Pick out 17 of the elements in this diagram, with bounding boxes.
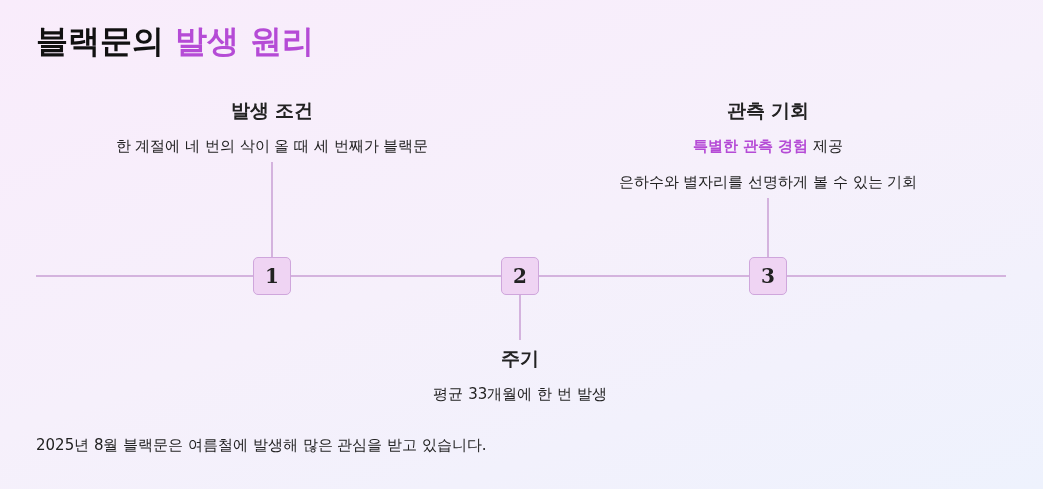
- step-description: 평균 33개월에 한 번 발생: [433, 385, 607, 404]
- step-heading: 주기: [501, 346, 539, 371]
- step-heading: 관측 기회: [726, 98, 810, 123]
- step-number-badge: 1: [253, 257, 291, 295]
- step-number-badge: 3: [749, 257, 787, 295]
- step-heading: 발생 조건: [230, 98, 314, 123]
- step-description: 한 계절에 네 번의 삭이 올 때 세 번째가 블랙문: [115, 137, 429, 156]
- timeline-line: [538, 275, 750, 277]
- leader-line: [519, 294, 521, 341]
- step-description: 특별한 관측 경험 제공: [692, 137, 844, 156]
- caption: 2025년 8월 블랙문은 여름철에 발생해 많은 관심을 받고 있습니다.: [36, 436, 487, 455]
- timeline-line: [290, 275, 502, 277]
- leader-line: [271, 161, 273, 258]
- step-number-badge: 2: [501, 257, 539, 295]
- title: 블랙문의 발생 원리: [36, 21, 315, 62]
- leader-line: [767, 197, 769, 258]
- step-description: 은하수와 별자리를 선명하게 볼 수 있는 기회: [618, 173, 918, 192]
